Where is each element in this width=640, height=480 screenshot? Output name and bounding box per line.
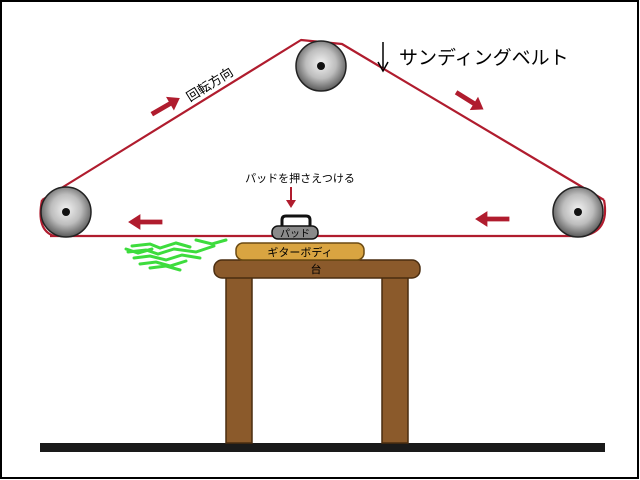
pulley-right	[552, 186, 604, 238]
table-label: 台	[311, 262, 322, 276]
rotation-arrow-icon	[148, 95, 182, 118]
down-arrow-icon	[377, 42, 389, 73]
floor	[40, 443, 605, 452]
pulley-top	[295, 40, 347, 92]
pad-label: パッド	[280, 228, 310, 240]
belt-label: サンディングベルト	[399, 47, 569, 69]
guitar-body-label: ギターボディ	[267, 245, 332, 259]
press-label: パッドを押さえつける	[245, 171, 355, 185]
guitar-body	[235, 242, 365, 261]
down-arrow-icon	[286, 187, 296, 208]
sanding-pad: パッド	[271, 214, 319, 240]
rotation-arrow-icon	[125, 211, 164, 233]
rotation-arrow-icon	[453, 88, 486, 112]
pulley-left	[40, 186, 92, 238]
table-leg-left	[225, 275, 253, 444]
table-leg-right	[381, 275, 409, 444]
sanding-dust	[124, 238, 228, 272]
rotation-arrow-icon	[472, 208, 511, 230]
